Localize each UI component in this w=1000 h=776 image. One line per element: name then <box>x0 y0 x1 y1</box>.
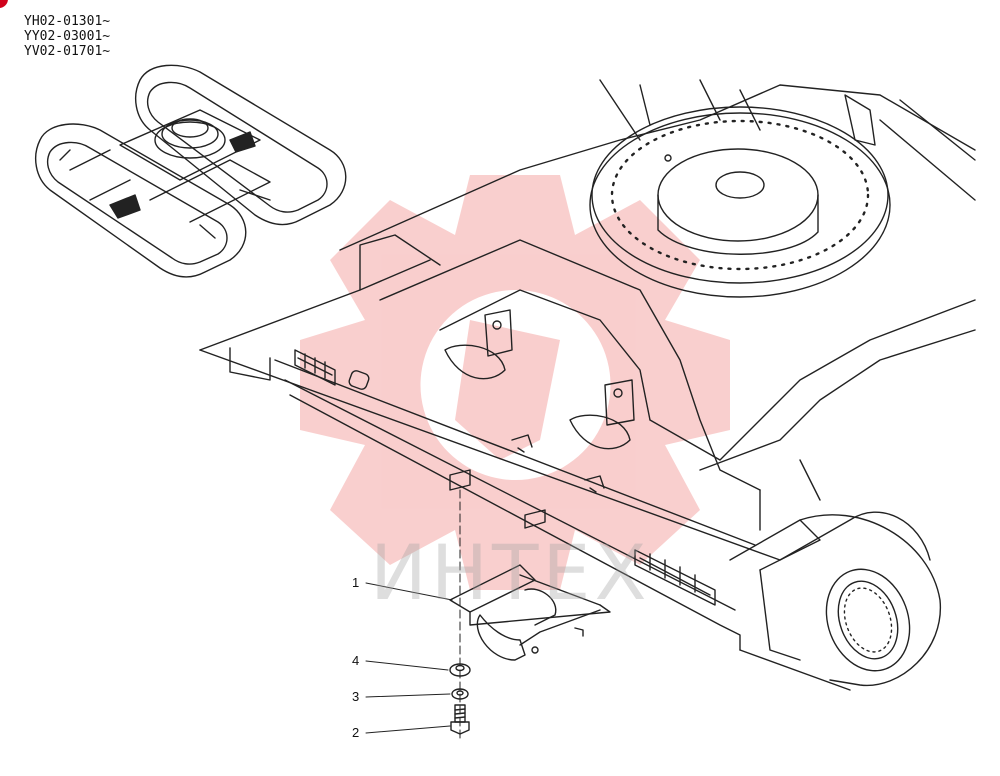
serial-number-list: YH02-01301~ YY02-03001~ YV02-01701~ <box>24 14 110 59</box>
corner-badge <box>0 0 8 8</box>
guard-part <box>449 564 611 661</box>
bolt-part <box>450 704 470 735</box>
callout-label-2: 2 <box>352 725 360 740</box>
watermark-text: ИНТЕХ <box>370 528 651 617</box>
track-frame-drawing <box>199 79 976 691</box>
washer-part <box>449 663 471 677</box>
serial-number: YY02-03001~ <box>24 29 111 44</box>
watermark-gear-logo <box>300 175 730 590</box>
callout-label-4: 4 <box>352 653 360 668</box>
undercarriage-overview-inset <box>34 64 347 278</box>
callout-label-1: 1 <box>352 575 360 590</box>
spring-washer-part <box>451 688 469 700</box>
callout-leaders <box>365 582 453 734</box>
serial-number: YV02-01701~ <box>24 44 111 59</box>
serial-number: YH02-01301~ <box>24 14 111 29</box>
hardware-stack <box>449 489 471 741</box>
callout-label-3: 3 <box>352 689 360 704</box>
